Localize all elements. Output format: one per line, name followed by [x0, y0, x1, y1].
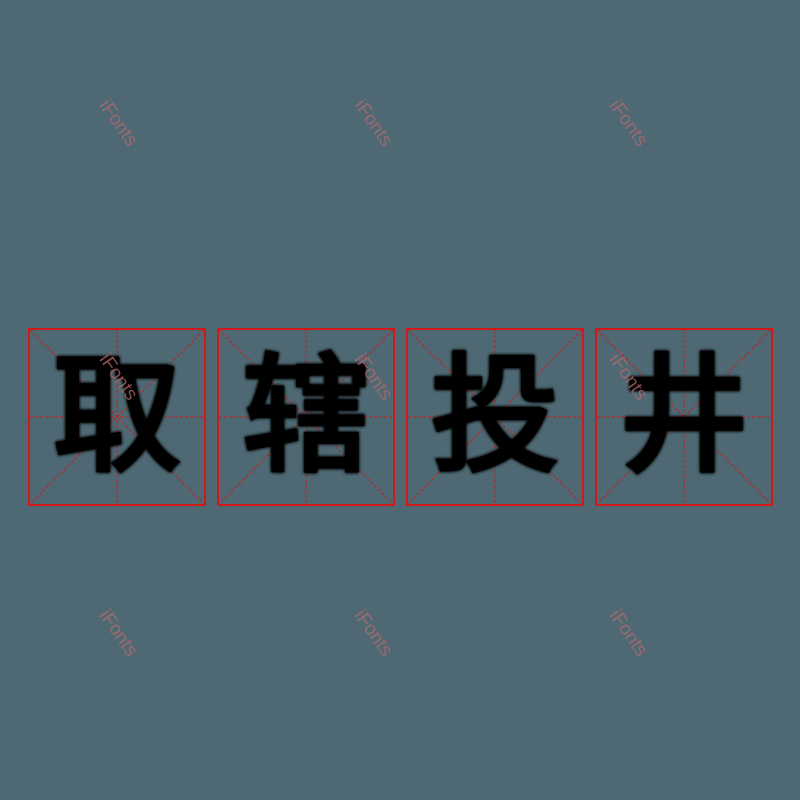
char-box-4: 井: [595, 328, 773, 506]
watermark: iFonts: [94, 96, 142, 151]
grid-lines-icon: [30, 330, 204, 504]
character-glyph: 井: [619, 342, 748, 491]
grid-lines-icon: [597, 330, 771, 504]
char-box-1: 取: [28, 328, 206, 506]
watermark: iFonts: [604, 96, 652, 151]
watermark: iFonts: [604, 606, 652, 661]
character-glyph: 取: [52, 342, 181, 491]
watermark: iFonts: [94, 606, 142, 661]
grid-lines-icon: [219, 330, 393, 504]
watermark: iFonts: [349, 96, 397, 151]
watermark: iFonts: [349, 606, 397, 661]
char-box-3: 投: [406, 328, 584, 506]
character-glyph: 辖: [241, 342, 370, 491]
character-glyph: 投: [430, 342, 559, 491]
grid-lines-icon: [408, 330, 582, 504]
char-box-2: 辖: [217, 328, 395, 506]
